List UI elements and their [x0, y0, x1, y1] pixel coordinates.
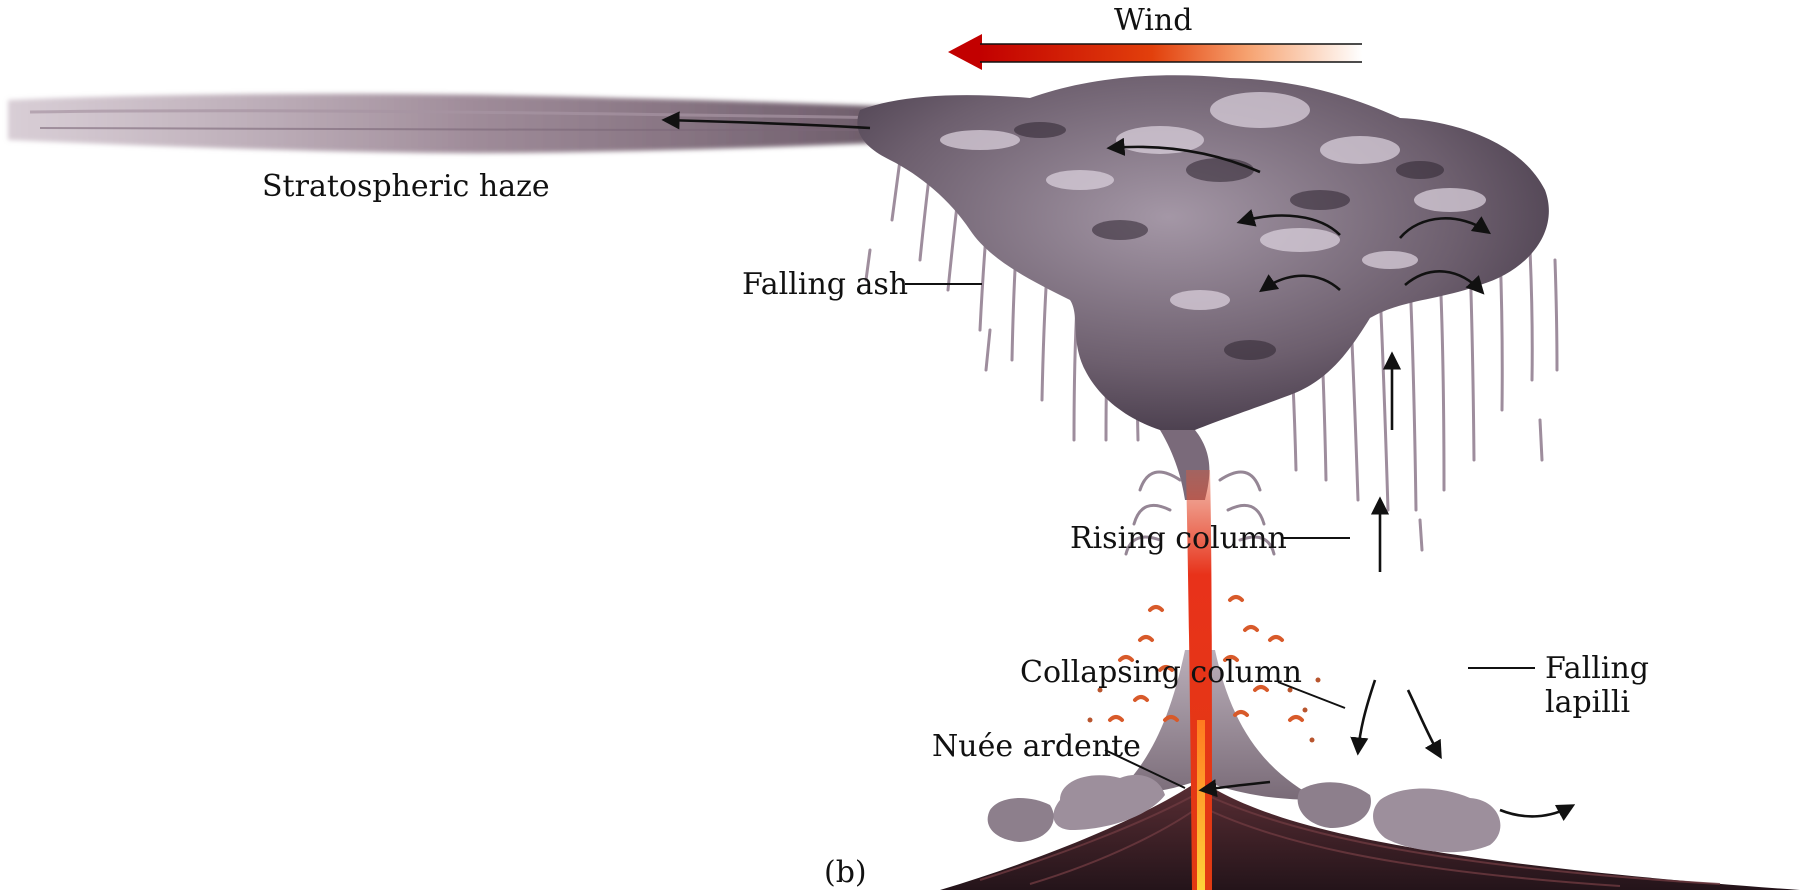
cloud-highlight [940, 130, 1020, 150]
cloud-shadow [1224, 340, 1276, 360]
falling-lapilli-label-line1: Falling [1545, 651, 1649, 686]
lapilli-speck [1303, 708, 1308, 713]
cloud-highlight [1170, 290, 1230, 310]
lapilli [1270, 637, 1282, 640]
cloud-shadow [1396, 161, 1444, 179]
ash-streak [1555, 260, 1557, 370]
lapilli [1150, 607, 1162, 610]
lapilli-speck [1088, 718, 1093, 723]
wind-arrow [948, 34, 1362, 70]
ash-streak [1420, 520, 1422, 550]
pyroclastic-flow-right [1373, 788, 1500, 852]
collapsing-column-label: Collapsing column [1020, 655, 1302, 690]
nuee-arrow-right [1500, 806, 1572, 816]
falling-ash-label: Falling ash [742, 267, 908, 302]
lapilli [1235, 712, 1247, 715]
ash-streak [1380, 290, 1388, 510]
cloud-shadow [1092, 220, 1148, 240]
lava-core [1197, 720, 1205, 890]
cloud-highlight [1046, 170, 1114, 190]
wind-arrow-head [948, 34, 982, 70]
nuee-ardente-label: Nuée ardente [932, 729, 1141, 764]
lapilli [1140, 637, 1152, 640]
rising-column-label: Rising column [1070, 521, 1287, 556]
ash-streak [986, 330, 990, 370]
cloud-shadow [1290, 190, 1350, 210]
spray-curl [1220, 472, 1260, 490]
cloud-shadow [1014, 122, 1066, 138]
lapilli-speck [1310, 738, 1315, 743]
ash-streak [892, 160, 900, 220]
cloud-highlight [1414, 188, 1486, 212]
cloud-highlight [1320, 136, 1400, 164]
pyroclastic-flow-left-far [988, 798, 1054, 842]
lapilli [1290, 717, 1302, 720]
cloud-highlight [1210, 92, 1310, 128]
cloud-highlight [1362, 251, 1418, 269]
lapilli [1230, 597, 1242, 600]
falling-lapilli-label-line2: lapilli [1545, 685, 1630, 720]
collapse-arrow-right [1408, 690, 1440, 756]
wind-arrow-body [980, 44, 1362, 62]
ash-streak [1540, 420, 1542, 460]
wind-label: Wind [1114, 3, 1192, 38]
lapilli [1135, 697, 1147, 700]
panel-label: (b) [824, 855, 867, 890]
ash-streak [1530, 250, 1532, 380]
spray-curl [1140, 472, 1180, 490]
lapilli-speck [1316, 678, 1321, 683]
cloud-highlight [1260, 228, 1340, 252]
collapse-arrow-left [1358, 680, 1375, 752]
pyroclastic-flow-right-near [1298, 782, 1371, 828]
cloud-body [857, 75, 1549, 430]
lapilli [1110, 717, 1122, 720]
cloud-shadow [1186, 158, 1254, 182]
ash-streak [1470, 260, 1474, 460]
ash-streak [1440, 270, 1444, 490]
ash-streak [1410, 280, 1416, 510]
lapilli [1245, 627, 1257, 630]
cloud-highlight [1116, 126, 1204, 154]
stratospheric-haze-label: Stratospheric haze [262, 169, 550, 204]
